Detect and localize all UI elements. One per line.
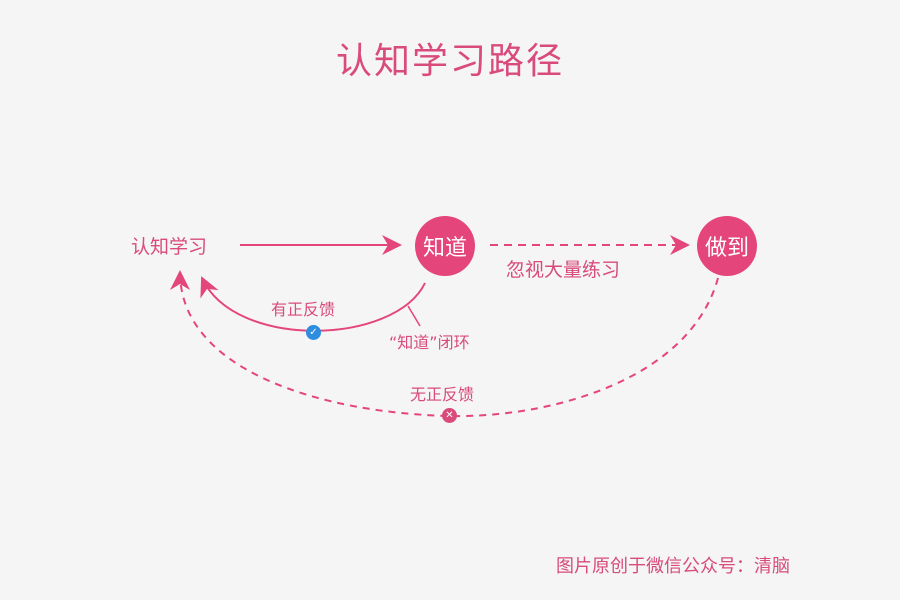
loop-label-pointer <box>407 305 421 327</box>
edge-label-no-positive-feedback: 无正反馈 <box>410 385 475 404</box>
cross-icon: ✕ <box>442 408 457 423</box>
node-do-label: 做到 <box>704 236 749 261</box>
node-know-label: 知道 <box>422 236 467 261</box>
edge-label-know-loop: “知道”闭环 <box>389 333 470 352</box>
footer-credit: 图片原创于微信公众号：清脑 <box>556 556 790 577</box>
node-do: 做到 <box>697 216 757 276</box>
page-title: 认知学习路径 <box>335 41 564 82</box>
edge-label-positive-feedback: 有正反馈 <box>271 300 336 319</box>
node-cognitive-learning: 认知学习 <box>131 236 208 258</box>
node-know: 知道 <box>415 216 475 276</box>
check-icon: ✓ <box>306 325 321 340</box>
edge-label-ignore-practice: 忽视大量练习 <box>506 259 621 281</box>
